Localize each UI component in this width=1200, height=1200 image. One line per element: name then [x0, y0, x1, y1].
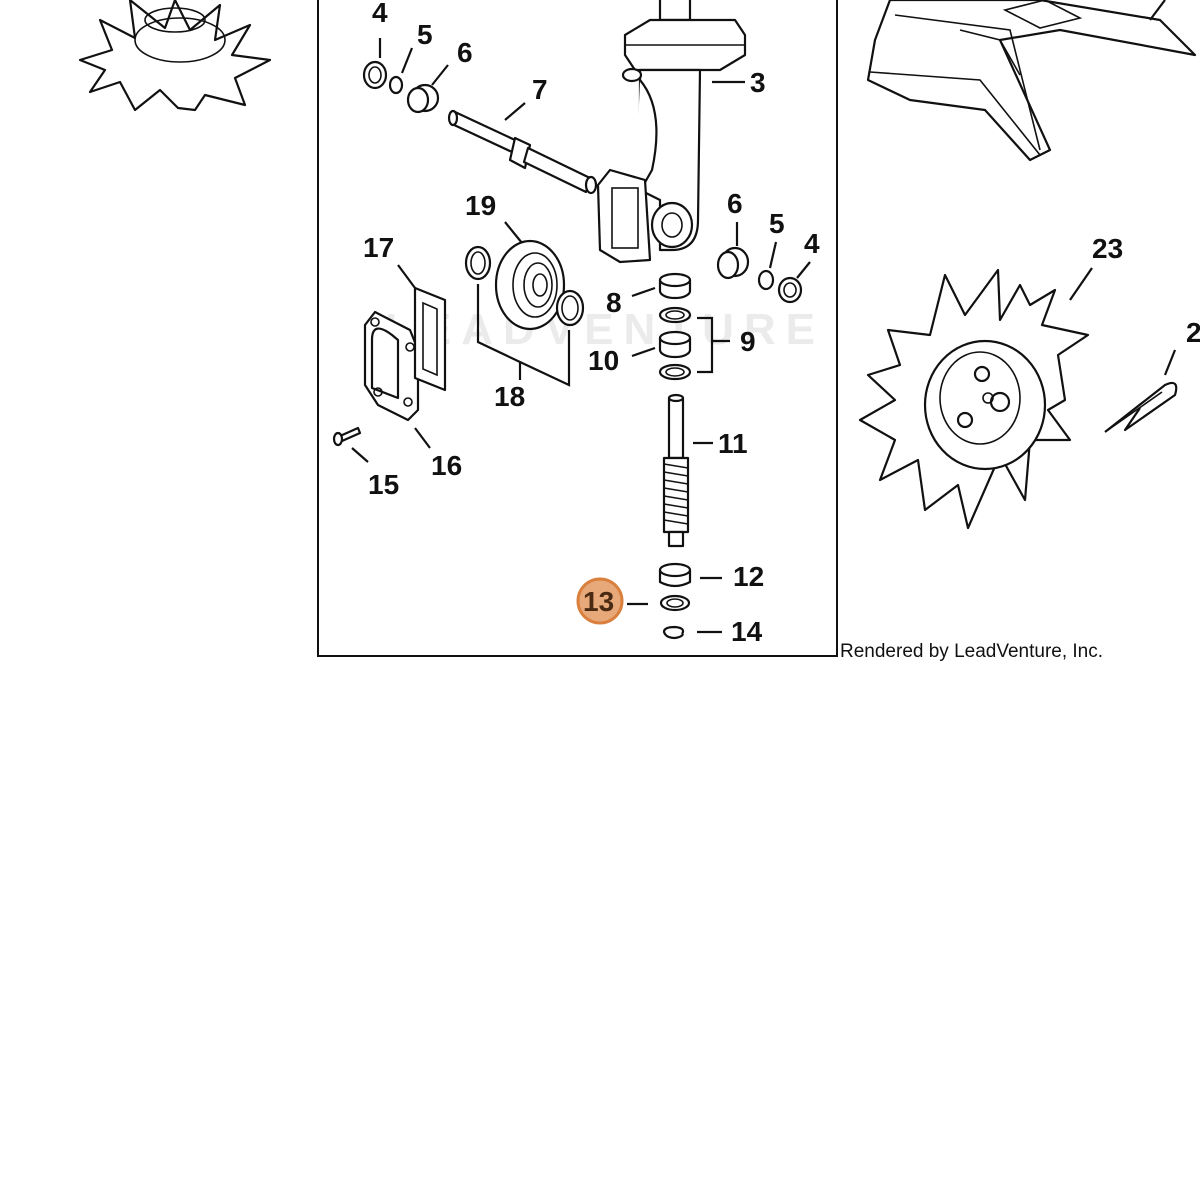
callout-5-right: 5	[769, 208, 785, 239]
part-11-worm-shaft	[662, 393, 690, 548]
leader-17	[397, 264, 416, 289]
callout-16: 16	[431, 450, 462, 481]
callout-7: 7	[532, 74, 548, 105]
part-4-seal-right	[777, 276, 803, 304]
leader-16	[414, 427, 431, 449]
part-19-gear	[464, 239, 585, 331]
part-6-bushing-top	[406, 83, 440, 114]
tine-wheel-top-left	[78, 0, 272, 112]
callout-6-top: 6	[457, 37, 473, 68]
part-23-tine-wheel	[858, 268, 1090, 530]
part-10-bushing	[658, 330, 692, 359]
callout-13: 13	[583, 586, 614, 617]
part-13-washer	[659, 594, 691, 612]
callout-23: 23	[1092, 233, 1123, 264]
part-3-gear-housing	[596, 0, 747, 264]
part-7-shaft	[447, 109, 598, 195]
part-14-clip	[662, 625, 685, 640]
tiller-shield	[866, 0, 1197, 162]
callout-13-highlight[interactable]: 13	[576, 577, 624, 625]
callout-10: 10	[588, 345, 619, 376]
part-6-bushing-right	[716, 246, 750, 280]
leader-7	[504, 102, 526, 121]
callout-14: 14	[731, 616, 763, 647]
part-12-bushing	[658, 562, 692, 588]
part-5-ring-top	[388, 75, 404, 95]
callout-9: 9	[740, 326, 756, 357]
callout-11: 11	[718, 428, 748, 459]
highlight-circle	[576, 577, 624, 625]
callout-5-top: 5	[417, 19, 433, 50]
leader-8	[631, 286, 656, 298]
leader-10	[631, 346, 656, 358]
part-hairpin-clip	[1104, 381, 1178, 433]
callout-4-top: 4	[372, 0, 388, 28]
leader-4-right	[796, 261, 811, 279]
leader-2-partial	[1163, 349, 1177, 376]
bracket-9	[697, 316, 730, 374]
leader-23	[1069, 267, 1093, 301]
part-15-screw	[332, 426, 362, 447]
leader-5-top	[400, 47, 414, 74]
part-17-gasket	[413, 286, 447, 392]
credit-text: Rendered by LeadVenture, Inc.	[840, 641, 1103, 662]
part-5-ring-right	[757, 269, 775, 291]
callout-2-partial: 2	[1186, 317, 1200, 348]
callout-4-right: 4	[804, 228, 820, 259]
callout-19: 19	[465, 190, 496, 221]
part-8-bushing	[658, 272, 692, 300]
part-4-seal-top	[362, 60, 388, 90]
callout-18: 18	[494, 381, 525, 412]
part-9-washer-b	[658, 363, 692, 381]
part-9-washer-a	[658, 306, 692, 324]
callout-8: 8	[606, 287, 622, 318]
leader-15	[351, 447, 369, 463]
leader-19	[504, 221, 523, 244]
diagram-frame	[317, 0, 838, 657]
callout-6-right: 6	[727, 188, 743, 219]
part-16-cover	[363, 310, 420, 422]
watermark: LEADVENTURE	[385, 305, 825, 354]
callout-15: 15	[368, 469, 399, 500]
callout-12: 12	[733, 561, 764, 592]
leader-6-top	[431, 64, 449, 86]
callout-3: 3	[750, 67, 766, 98]
callout-17: 17	[363, 232, 394, 263]
leader-5-right	[768, 241, 778, 269]
